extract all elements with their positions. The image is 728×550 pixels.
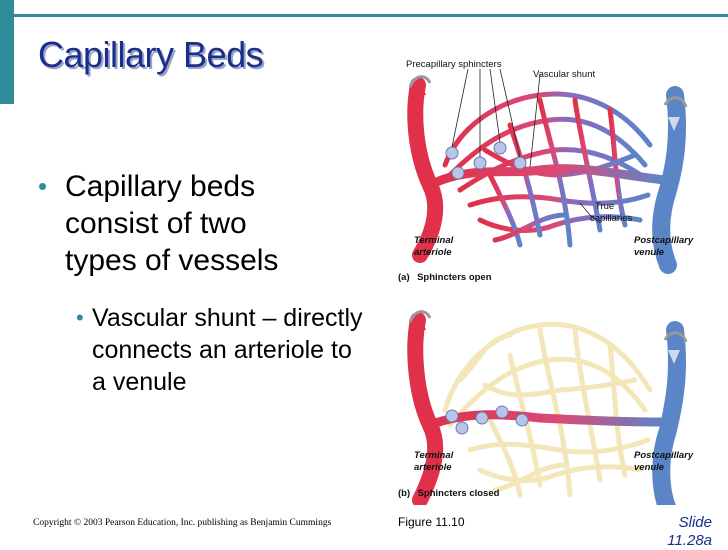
copyright-notice: Copyright © 2003 Pearson Education, Inc.…: [33, 518, 332, 528]
true-capillaries-closed: [442, 321, 653, 498]
vascular-shunt-b: [425, 410, 670, 430]
label-true-capillaries-1: True: [595, 201, 614, 212]
panel-a-sphincters-open: Precapillary sphincters Vascular shunt T…: [398, 59, 694, 284]
label-postcapillary-venule-a-2: venule: [634, 247, 665, 258]
slide-number: Slide 11.28a: [650, 514, 712, 550]
bullet-level1-text: Capillary beds consist of two types of v…: [65, 170, 279, 277]
label-terminal-arteriole-a-1: Terminal: [414, 235, 454, 246]
label-terminal-arteriole-b-2: arteriole: [414, 462, 452, 473]
bullet-dot-icon: •: [38, 171, 48, 201]
label-vascular-shunt: Vascular shunt: [533, 69, 595, 80]
label-precapillary-sphincters: Precapillary sphincters: [406, 59, 502, 70]
bullet-level2-text: Vascular shunt – directly connects an ar…: [92, 304, 363, 396]
postcapillary-venule-a: [652, 86, 687, 274]
precapillary-sphincters-b: [445, 405, 529, 435]
panel-b-sphincters-closed: Terminal arteriole Postcapillary venule …: [398, 310, 694, 505]
caption-panel-b: (b) Sphincters closed: [398, 483, 500, 500]
label-postcapillary-venule-b-2: venule: [634, 462, 665, 473]
slide-title: Capillary Beds: [38, 34, 264, 75]
terminal-arteriole-a: [407, 77, 444, 263]
vascular-shunt-a: [425, 164, 670, 190]
label-true-capillaries-2: capillaries: [590, 213, 632, 224]
slide-number-line2: 11.28a: [667, 532, 712, 549]
slide-number-line1: Slide: [678, 514, 712, 531]
precapillary-sphincters-a: [445, 141, 527, 180]
side-accent-bar: [0, 0, 14, 104]
terminal-arteriole-b: [407, 312, 444, 505]
caption-panel-a: (a) Sphincters open: [398, 267, 492, 284]
figure-label: Figure 11.10: [398, 515, 465, 529]
label-terminal-arteriole-b-1: Terminal: [414, 450, 454, 461]
capillary-bed-figure: Precapillary sphincters Vascular shunt T…: [398, 59, 694, 505]
top-accent-bar: [14, 14, 728, 17]
postcapillary-venule-b: [652, 321, 687, 505]
bullet-dot-icon: •: [76, 305, 84, 330]
label-postcapillary-venule-b-1: Postcapillary: [634, 450, 694, 461]
label-postcapillary-venule-a-1: Postcapillary: [634, 235, 694, 246]
label-terminal-arteriole-a-2: arteriole: [414, 247, 452, 258]
